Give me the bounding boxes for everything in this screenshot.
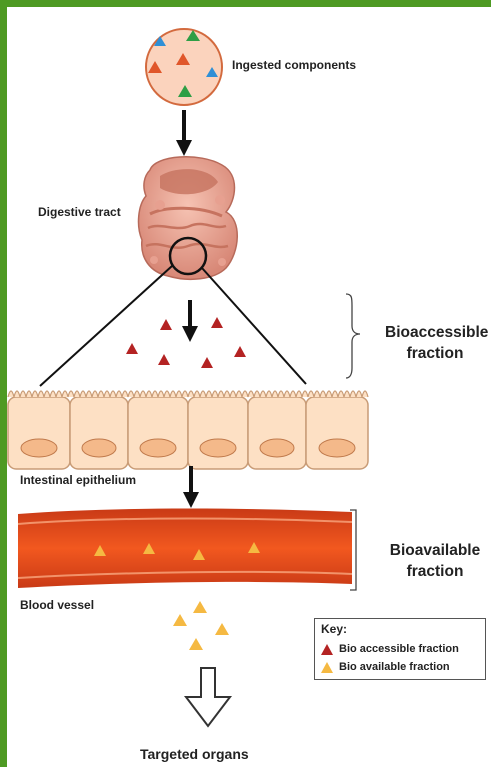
legend-title: Key: xyxy=(321,622,347,636)
bioavailable-fraction-label: Bioavailable fraction xyxy=(383,540,487,582)
legend-item: Bio available fraction xyxy=(321,661,450,673)
blood-vessel-illustration xyxy=(18,509,352,589)
yellow-triangle-icon xyxy=(321,662,333,673)
released-triangle xyxy=(193,601,207,613)
legend-box: Key: Bio accessible fraction Bio availab… xyxy=(314,618,486,680)
digestive-tract-illustration xyxy=(139,157,238,279)
bioaccessible-triangle xyxy=(160,319,172,330)
released-triangle xyxy=(173,614,187,626)
ingested-components-label: Ingested components xyxy=(232,58,356,72)
bioaccessible-triangle xyxy=(126,343,138,354)
blood-vessel-label: Blood vessel xyxy=(20,598,94,612)
legend-item: Bio accessible fraction xyxy=(321,643,459,655)
digestive-tract-label: Digestive tract xyxy=(38,205,121,219)
zoom-line-left xyxy=(40,266,172,386)
dark-red-triangle-icon xyxy=(321,644,333,655)
bioaccessible-triangle xyxy=(234,346,246,357)
intestinal-epithelium xyxy=(8,391,368,469)
released-triangle xyxy=(215,623,229,635)
legend-item-label: Bio available fraction xyxy=(339,661,450,673)
bioaccessible-bracket xyxy=(346,294,360,378)
bioaccessible-triangle xyxy=(158,354,170,365)
legend-item-label: Bio accessible fraction xyxy=(339,643,459,655)
bioavailable-line1: Bioavailable xyxy=(383,540,487,561)
bioavailable-line2: fraction xyxy=(383,561,487,582)
targeted-organs-label: Targeted organs xyxy=(140,746,249,762)
intestinal-epithelium-label: Intestinal epithelium xyxy=(20,473,136,487)
bioaccessible-line1: Bioaccessible xyxy=(385,322,485,343)
targeted-organs-arrow xyxy=(186,668,230,726)
bioaccessible-triangle xyxy=(201,357,213,368)
bioaccessible-fraction-label: Bioaccessible fraction xyxy=(385,322,485,364)
bioaccessible-line2: fraction xyxy=(385,343,485,364)
released-triangle xyxy=(189,638,203,650)
bioaccessible-triangle xyxy=(211,317,223,328)
